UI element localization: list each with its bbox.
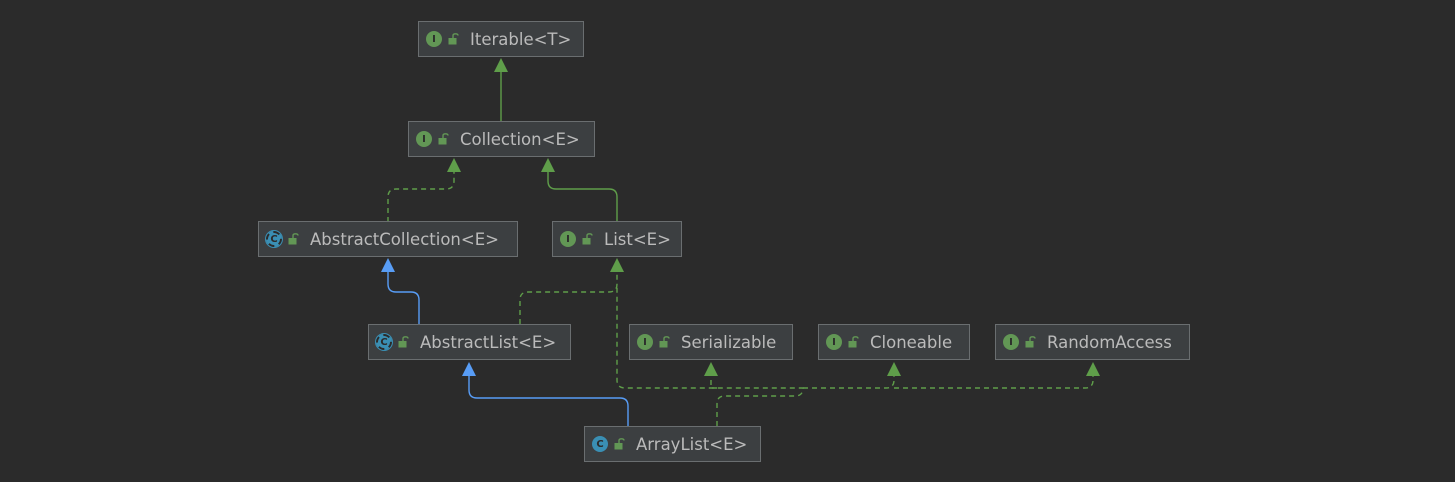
node-abstractlist[interactable]: C AbstractList<E> [368,324,571,360]
unlocked-icon [659,336,670,348]
interface-icon: I [637,334,653,350]
unlocked-icon [1025,336,1036,348]
node-label: Collection<E> [460,129,580,149]
unlocked-icon [288,233,299,245]
node-label: AbstractCollection<E> [310,229,499,249]
node-label: RandomAccess [1047,332,1172,352]
unlocked-icon [438,133,449,145]
node-list[interactable]: I List<E> [552,221,682,257]
edge-abstractlist-to-list [519,258,624,324]
class-icon: C [592,436,608,452]
node-randomaccess[interactable]: I RandomAccess [995,324,1190,360]
interface-icon: I [416,131,432,147]
abstract-class-icon: C [265,230,283,248]
interface-icon: I [426,31,442,47]
edge-arraylist-to-serializable [704,362,718,389]
node-label: ArrayList<E> [636,434,748,454]
interface-icon: I [1003,334,1019,350]
unlocked-icon [582,233,593,245]
node-arraylist[interactable]: C ArrayList<E> [584,426,761,462]
interface-icon: I [560,231,576,247]
node-label: List<E> [604,229,671,249]
edge-collection-to-iterable [494,58,508,122]
edge-arraylist-to-abstractlist [462,362,629,426]
node-abstractcollection[interactable]: C AbstractCollection<E> [258,221,518,257]
node-label: Iterable<T> [470,29,572,49]
node-iterable[interactable]: I Iterable<T> [418,21,584,57]
edge-arraylist-to-list [616,284,804,426]
unlocked-icon [848,336,859,348]
edge-arraylist-to-randomaccess [894,362,1100,389]
unlocked-icon [614,438,625,450]
edge-arraylist-to-cloneable [803,362,901,389]
unlocked-icon [448,33,459,45]
interface-icon: I [826,334,842,350]
node-label: Serializable [681,332,777,352]
edge-abstractcollection-to-collection [387,158,461,222]
abstract-class-icon: C [375,333,393,351]
unlocked-icon [398,336,409,348]
edge-abstractlist-to-abstractcollection [381,258,420,324]
node-label: Cloneable [870,332,953,352]
edge-list-to-collection [541,158,618,222]
node-collection[interactable]: I Collection<E> [408,121,595,157]
node-cloneable[interactable]: I Cloneable [818,324,970,360]
node-serializable[interactable]: I Serializable [629,324,793,360]
node-label: AbstractList<E> [420,332,557,352]
